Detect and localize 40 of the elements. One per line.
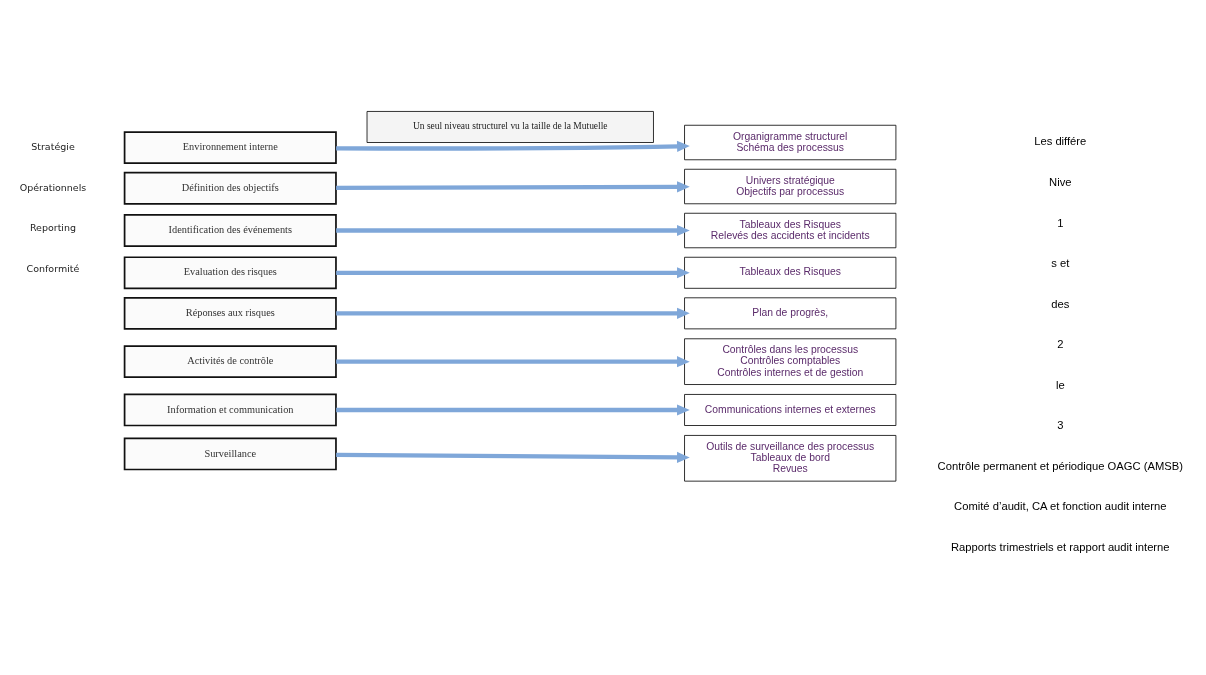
arrow bbox=[336, 140, 690, 152]
node-box: Communications internes et externes bbox=[684, 394, 897, 426]
node-box: Outils de surveillance des processus Tableaux de bord Revues bbox=[684, 435, 897, 482]
label: Opérationnels bbox=[19, 181, 87, 193]
node-box: Plan de progrès, bbox=[684, 297, 897, 330]
arrow bbox=[336, 404, 690, 416]
label: 3 bbox=[1057, 419, 1064, 432]
node-box: Activités de contrôle bbox=[123, 345, 337, 379]
node-box: Réponses aux risques bbox=[123, 296, 337, 330]
label: Un seul niveau structurel vu la taille de la Mutuelle bbox=[412, 121, 608, 132]
arrow bbox=[336, 181, 690, 193]
node-box: Information et communication bbox=[123, 393, 337, 427]
label: Rapports trimestriels et rapport audit interne bbox=[950, 540, 1170, 553]
node-box: Définition des objectifs bbox=[123, 171, 337, 205]
label: 2 bbox=[1057, 338, 1064, 351]
label: Reporting bbox=[29, 222, 77, 234]
node-box: Evaluation des risques bbox=[123, 256, 337, 290]
arrow bbox=[336, 451, 690, 463]
label: Nive bbox=[1049, 176, 1072, 188]
label: Les différe bbox=[1034, 135, 1087, 148]
node-box: Organigramme structurel Schéma des processus bbox=[684, 124, 897, 161]
label: des bbox=[1051, 297, 1070, 310]
label: 1 bbox=[1057, 216, 1064, 229]
arrow bbox=[336, 356, 690, 368]
node-box: Tableaux des Risques Relevés des accidents et incidents bbox=[684, 212, 897, 249]
node-box: Univers stratégique Objectifs par processus bbox=[684, 168, 897, 205]
label: Conformité bbox=[26, 262, 80, 274]
label: Contrôle permanent et périodique OAGC (AMSB) bbox=[937, 459, 1183, 472]
node-box: Surveillance bbox=[123, 437, 337, 471]
label: Comité d’audit, CA et fonction audit interne bbox=[954, 500, 1167, 513]
label: le bbox=[1055, 378, 1065, 391]
arrow bbox=[336, 307, 690, 319]
node-box: Identification des événements bbox=[123, 214, 337, 247]
arrow bbox=[336, 267, 690, 279]
label: Stratégie bbox=[31, 141, 75, 153]
arrow bbox=[336, 224, 690, 237]
node-box: Tableaux des Risques bbox=[684, 256, 897, 289]
node-box: Environnement interne bbox=[123, 131, 337, 165]
label: s et bbox=[1051, 257, 1070, 270]
node-box: Contrôles dans les processus Contrôles comptables Contrôles internes et de gestion bbox=[684, 338, 897, 385]
